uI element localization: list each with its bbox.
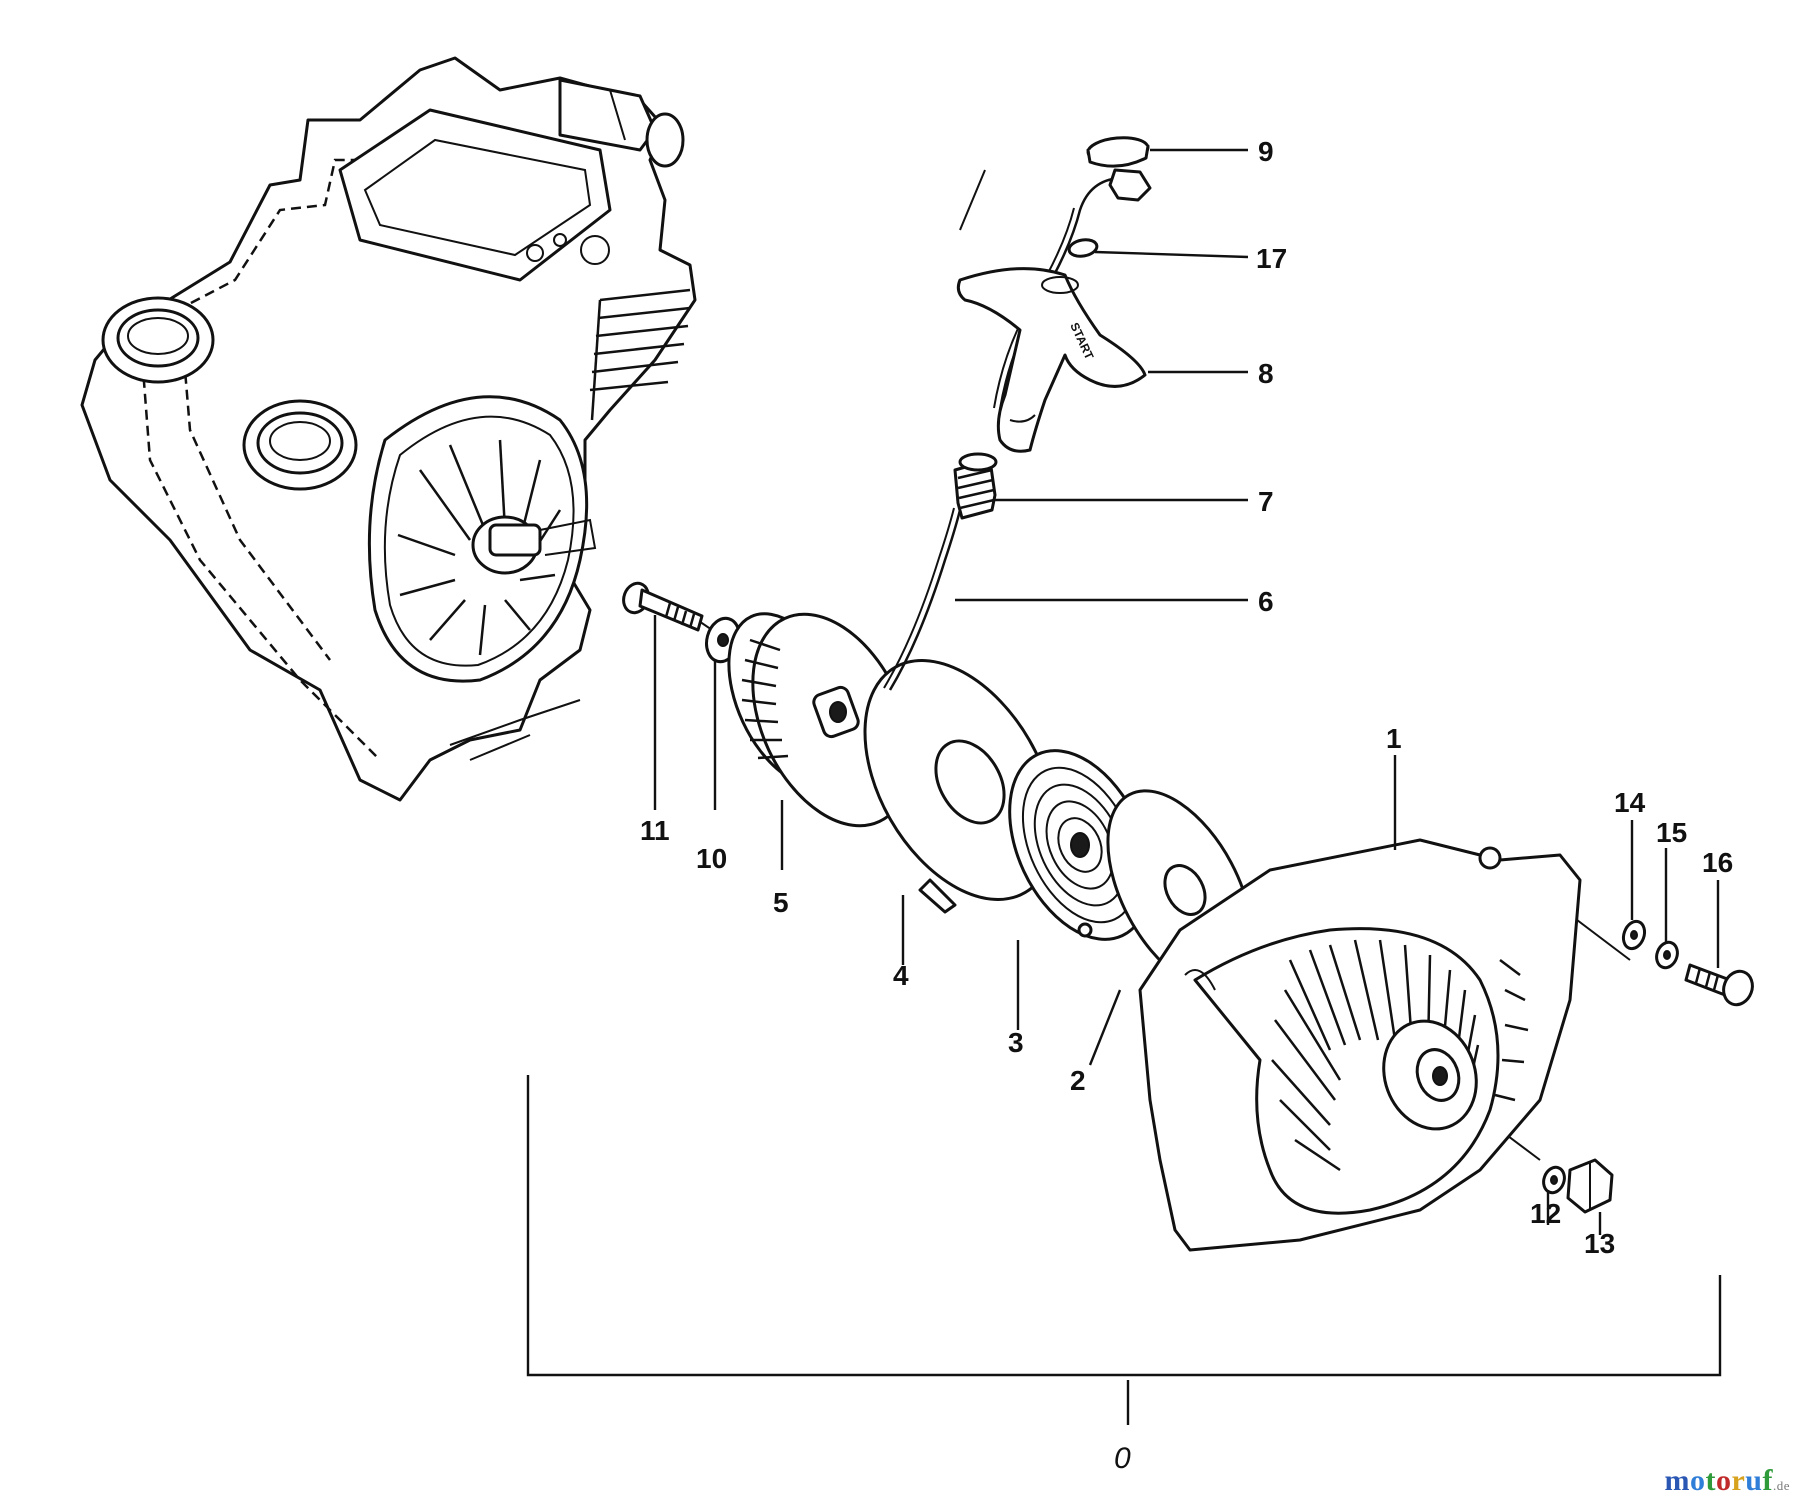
- bore-boss-left: [101, 296, 215, 384]
- callout-11: 11: [640, 815, 670, 846]
- spark-plug-boss: [558, 78, 685, 168]
- watermark-letter: o: [1689, 1464, 1706, 1497]
- callout-labels: 9 17 8 7 6 11 10 5 4 3 2 1 14 15 16 12 1…: [640, 136, 1733, 1475]
- nut-part-13: [1566, 1158, 1614, 1214]
- bolt-part-11: [622, 581, 704, 632]
- watermark-letter: m: [1664, 1464, 1690, 1497]
- callout-10: 10: [696, 843, 727, 874]
- callout-15: 15: [1656, 817, 1687, 848]
- spring-cover-part-4: [863, 659, 1057, 914]
- callout-3: 3: [1008, 1027, 1024, 1058]
- callout-14: 14: [1614, 787, 1646, 818]
- watermark-wordmark: motoruf: [1664, 1464, 1773, 1497]
- assembly-bracket: [526, 1075, 1722, 1425]
- callout-2: 2: [1070, 1065, 1086, 1096]
- callout-8: 8: [1258, 358, 1274, 389]
- callout-9: 9: [1258, 136, 1274, 167]
- cooling-fins: [589, 288, 691, 421]
- watermark-letter: o: [1715, 1464, 1732, 1497]
- callout-6: 6: [1258, 586, 1274, 617]
- washer-part-15: [1655, 940, 1679, 970]
- watermark-letter: u: [1745, 1464, 1763, 1497]
- callout-1: 1: [1386, 723, 1402, 754]
- watermark-letter: r: [1731, 1464, 1746, 1497]
- leader-lines: [653, 148, 1720, 1235]
- callout-5: 5: [773, 887, 789, 918]
- plug-cap-part-9: [1086, 136, 1150, 168]
- watermark-suffix: .de: [1772, 1478, 1790, 1493]
- watermark-letter: t: [1705, 1464, 1716, 1497]
- starter-handle-part-8: START: [956, 267, 1147, 453]
- callout-4: 4: [893, 960, 909, 991]
- engine-housing: [80, 56, 697, 802]
- watermark-letter: f: [1762, 1464, 1773, 1497]
- bore-boss-right: [242, 399, 358, 491]
- callout-7: 7: [1258, 486, 1274, 517]
- assembly-number: 0: [1114, 1442, 1131, 1475]
- screw-part-16: [1684, 963, 1754, 1007]
- callout-17: 17: [1256, 243, 1287, 274]
- motoruf-watermark: motoruf.de: [1664, 1464, 1790, 1498]
- callout-16: 16: [1702, 847, 1733, 878]
- rope-retainer-part-17: [1067, 238, 1099, 258]
- washer-part-12: [1542, 1165, 1566, 1195]
- rope-guide-part-7: [953, 452, 998, 520]
- starter-housing-part-1: [1138, 838, 1582, 1252]
- rope-knot: [1108, 168, 1152, 202]
- flywheel-fan: [367, 395, 597, 683]
- washer-part-14: [1621, 919, 1647, 951]
- callout-13: 13: [1584, 1228, 1615, 1259]
- callout-12: 12: [1530, 1198, 1561, 1229]
